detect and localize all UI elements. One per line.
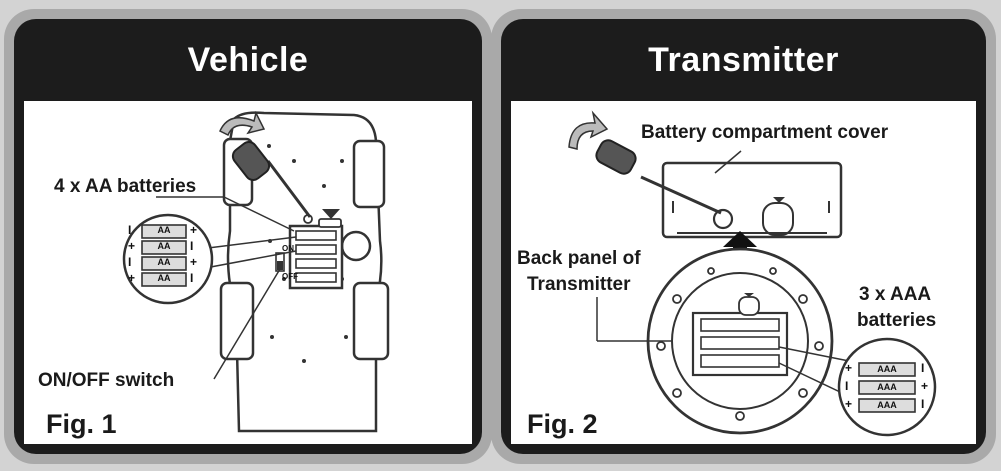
polarity-mark: I [128,255,132,269]
vehicle-title: Vehicle [187,40,309,79]
aaa-battery-2-label: AAA [877,382,897,392]
screwdriver-shaft [640,175,722,215]
batteries-callout-label: 4 x AA batteries [54,176,197,197]
transmitter-illustration-area: AAA AAA AAA + I I + + I Battery compartm… [511,101,976,444]
remove-cover-arrow-icon [723,231,757,261]
polarity-mark: I [190,271,194,285]
transmitter-panel-frame: Transmitter [501,19,986,454]
vehicle-round-port [340,230,372,262]
back-panel-callout-line1: Back panel of [517,248,641,269]
rear-left-wheel [219,281,255,361]
vehicle-illustration-area: AA AA AA AA I + + I I + + I ON OFF 4 x A… [24,101,472,444]
back-panel-callout-line2: Transmitter [527,274,631,295]
aa-battery-3-label: AA [157,257,171,267]
polarity-mark: + [128,239,136,253]
rear-right-wheel [352,281,390,361]
figure-1-caption: Fig. 1 [46,409,117,439]
screwdriver-shaft [266,160,312,218]
vehicle-panel-frame: Vehicle [14,19,482,454]
switch-callout-label: ON/OFF switch [38,370,175,391]
switch-leader-line [213,268,281,380]
screwdriver-handle [595,139,637,175]
polarity-mark: + [845,397,853,411]
switch-off-label: OFF [282,272,298,281]
polarity-mark: + [190,223,198,237]
aa-battery-2-label: AA [157,241,171,251]
polarity-mark: + [921,379,929,393]
polarity-mark: I [921,397,925,411]
polarity-mark: + [128,271,136,285]
front-right-wheel [352,139,386,209]
aaa-battery-1-label: AAA [877,364,897,374]
figure-2-caption: Fig. 2 [527,409,598,439]
vehicle-illustration [122,110,390,433]
rotate-arrow-icon [568,110,609,150]
aaa-batteries-callout-line2: batteries [857,310,937,331]
aa-battery-1-label: AA [157,225,171,235]
aa-battery-4-label: AA [157,273,171,283]
switch-on-label: ON [282,244,294,253]
polarity-mark: + [190,255,198,269]
cover-callout-label: Battery compartment cover [641,122,889,143]
transmitter-panel: Transmitter [491,9,996,464]
polarity-mark: I [128,223,132,237]
polarity-mark: I [921,361,925,375]
polarity-mark: I [845,379,849,393]
aaa-battery-3-label: AAA [877,400,897,410]
polarity-mark: I [190,239,194,253]
vehicle-panel: Vehicle [4,9,492,464]
transmitter-illustration [568,110,937,437]
screwdriver-handle [231,141,271,181]
battery-compartment-cover [661,161,843,239]
compartment-latch-arrow [322,209,340,219]
aaa-batteries-callout-line1: 3 x AAA [859,284,932,305]
polarity-mark: + [845,361,853,375]
transmitter-title: Transmitter [648,40,839,79]
rotate-arrow-icon [219,110,266,137]
